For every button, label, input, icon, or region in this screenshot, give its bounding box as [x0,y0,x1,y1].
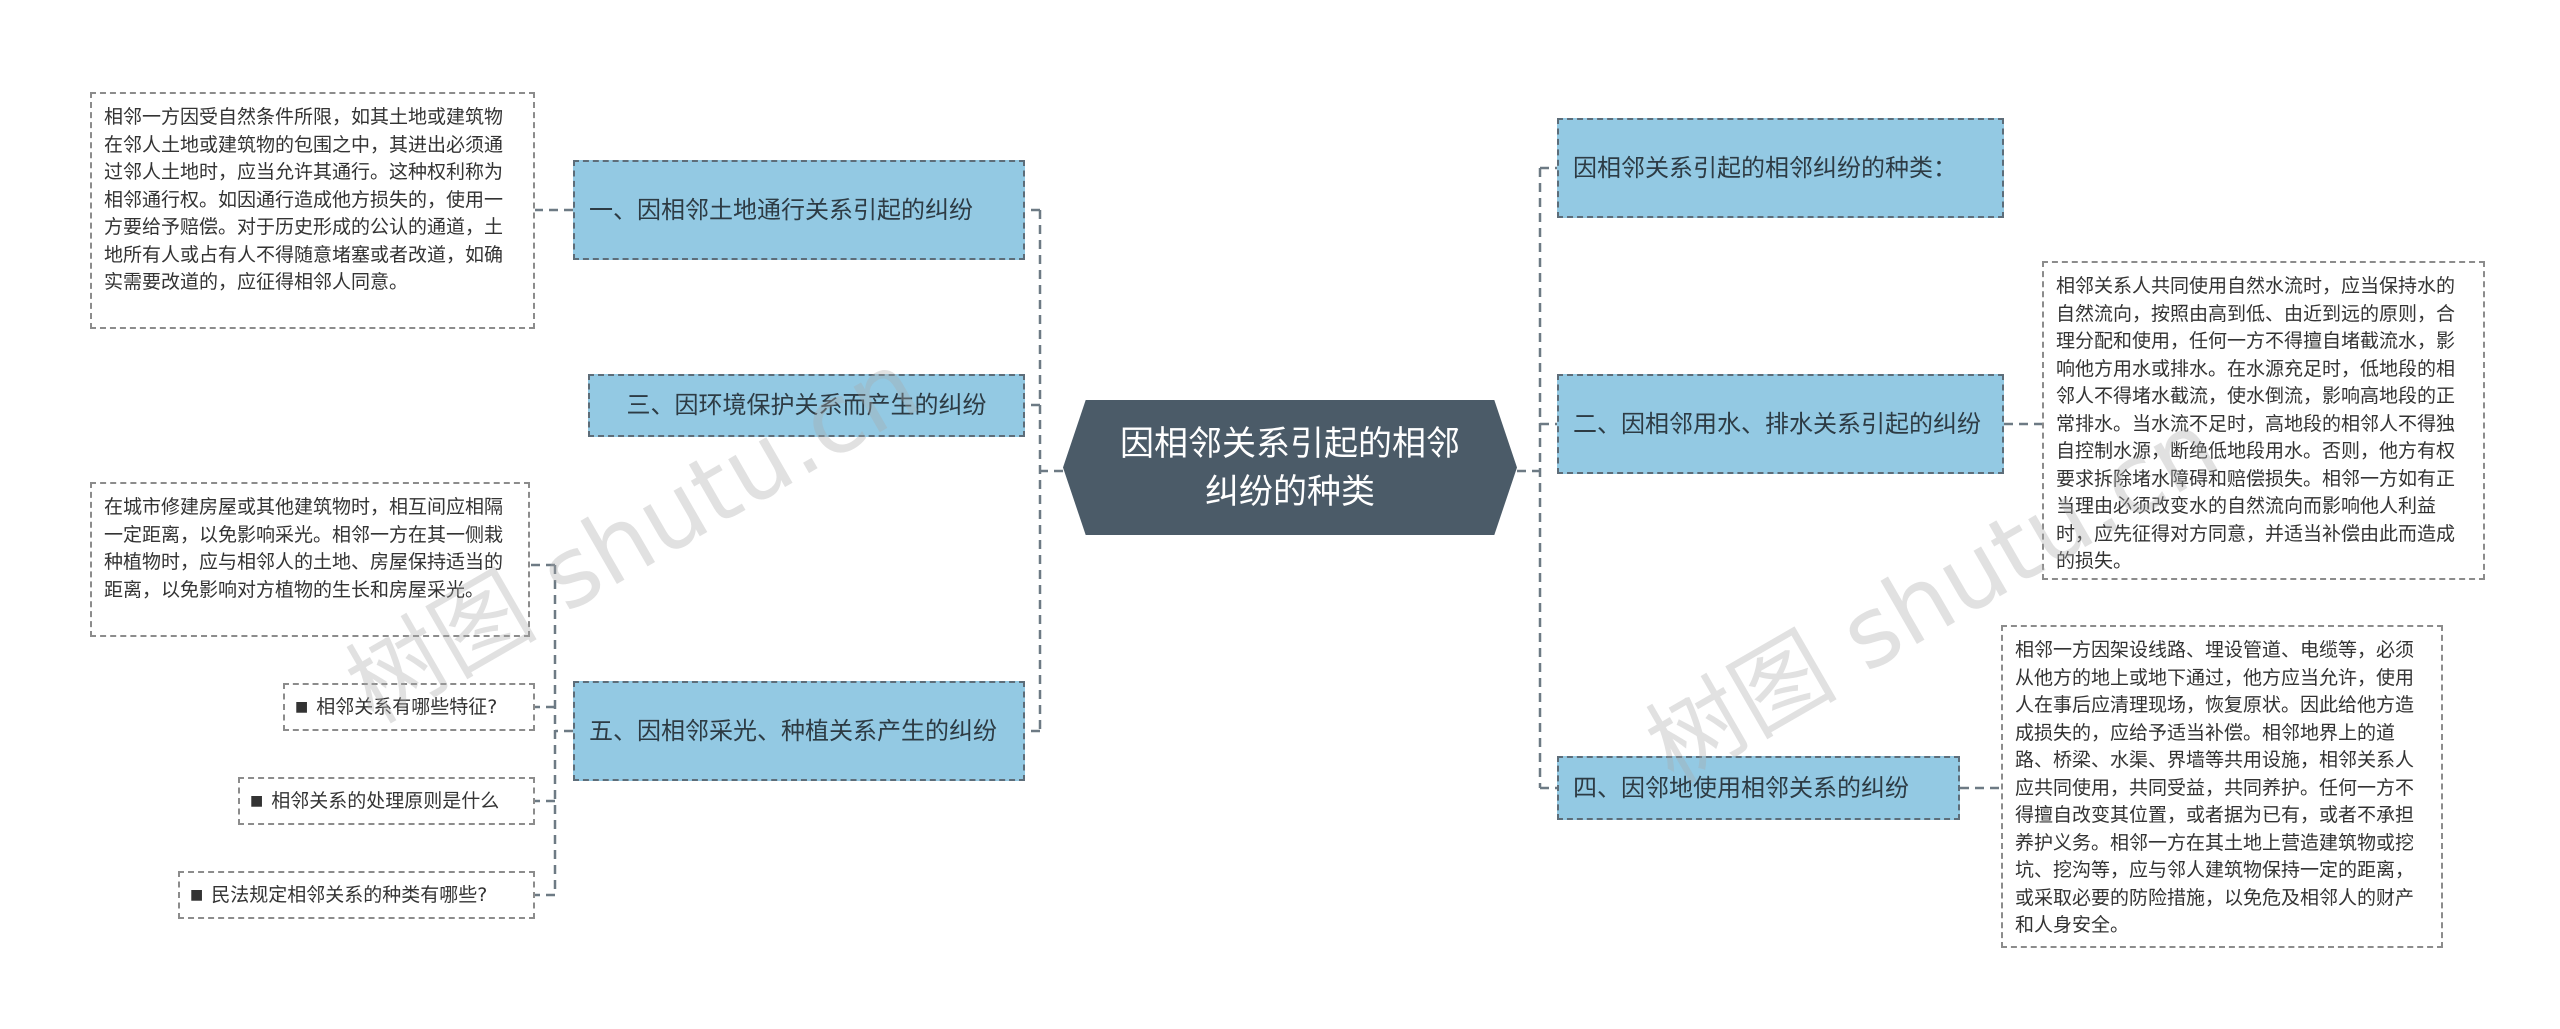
branch-lighting-planting[interactable]: 五、因相邻采光、种植关系产生的纠纷 [573,681,1025,781]
note-text: 相邻一方因受自然条件所限，如其土地或建筑物在邻人土地或建筑物的包围之中，其进出必… [104,106,504,293]
branch-label: 三、因环境保护关系而产生的纠纷 [626,391,987,419]
related-link-label: 相邻关系有哪些特征? [316,696,498,718]
branch-adjacent-land-use[interactable]: 四、因邻地使用相邻关系的纠纷 [1557,756,1960,820]
central-topic[interactable]: 因相邻关系引起的相邻纠纷的种类 [1063,400,1517,535]
branch-label: 二、因相邻用水、排水关系引起的纠纷 [1573,409,1981,438]
note-water-drainage: 相邻关系人共同使用自然水流时，应当保持水的自然流向，按照由高到低、由近到远的原则… [2042,261,2485,580]
related-link-principles[interactable]: ■ 相邻关系的处理原则是什么 [238,777,535,825]
related-link-characteristics[interactable]: ■ 相邻关系有哪些特征? [283,683,535,731]
related-link-civil-law-types[interactable]: ■ 民法规定相邻关系的种类有哪些? [178,871,535,919]
branch-water-drainage[interactable]: 二、因相邻用水、排水关系引起的纠纷 [1557,374,2004,474]
related-link-label: 民法规定相邻关系的种类有哪些? [211,884,488,906]
bullet-icon: ■ [250,793,264,809]
branch-types-heading[interactable]: 因相邻关系引起的相邻纠纷的种类： [1557,118,2004,218]
note-text: 相邻一方因架设线路、埋设管道、电缆等，必须从他方的地上或地下通过，他方应当允许，… [2015,639,2415,936]
branch-label: 一、因相邻土地通行关系引起的纠纷 [589,195,973,224]
branch-label: 因相邻关系引起的相邻纠纷的种类： [1573,153,1957,182]
note-lighting-planting: 在城市修建房屋或其他建筑物时，相互间应相隔一定距离，以免影响采光。相邻一方在其一… [90,482,530,637]
note-text: 在城市修建房屋或其他建筑物时，相互间应相隔一定距离，以免影响采光。相邻一方在其一… [104,496,504,601]
related-link-label: 相邻关系的处理原则是什么 [271,790,500,812]
bullet-icon: ■ [190,887,204,903]
central-title: 因相邻关系引起的相邻纠纷的种类 [1120,423,1460,512]
branch-land-passage[interactable]: 一、因相邻土地通行关系引起的纠纷 [573,160,1025,260]
branch-label: 五、因相邻采光、种植关系产生的纠纷 [589,716,997,745]
note-land-passage: 相邻一方因受自然条件所限，如其土地或建筑物在邻人土地或建筑物的包围之中，其进出必… [90,92,535,329]
branch-environment[interactable]: 三、因环境保护关系而产生的纠纷 [588,374,1025,437]
note-text: 相邻关系人共同使用自然水流时，应当保持水的自然流向，按照由高到低、由近到远的原则… [2056,275,2456,572]
bullet-icon: ■ [295,699,309,715]
branch-label: 四、因邻地使用相邻关系的纠纷 [1573,773,1909,802]
note-adjacent-land-use: 相邻一方因架设线路、埋设管道、电缆等，必须从他方的地上或地下通过，他方应当允许，… [2001,625,2443,948]
